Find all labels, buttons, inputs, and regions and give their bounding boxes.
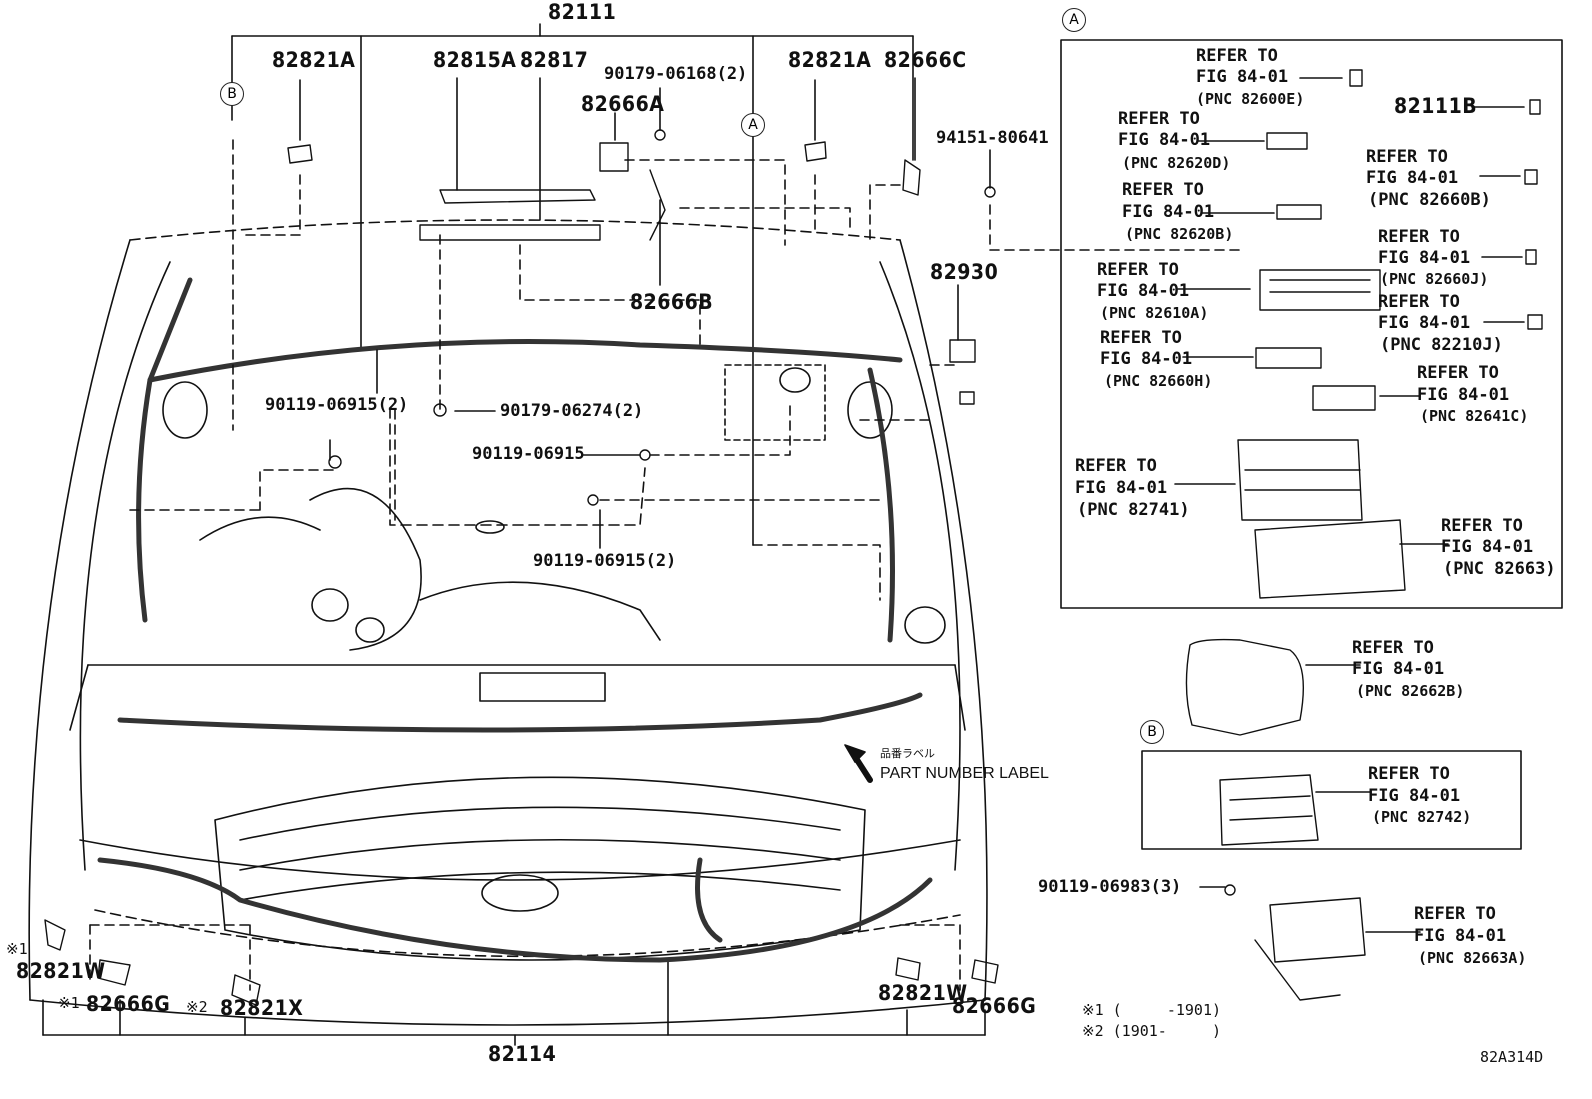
refer-pnc: (PNC 82610A): [1100, 304, 1209, 322]
refer-pnc: (PNC 82741): [1077, 500, 1190, 520]
label-82930: 82930: [930, 260, 999, 284]
refer-pnc: (PNC 82660B): [1368, 190, 1491, 210]
refer-pnc: (PNC 82660J): [1380, 270, 1489, 288]
refer-pnc: (PNC 82641C): [1420, 407, 1529, 425]
refer-line1: REFER TO: [1366, 147, 1448, 167]
refer-pnc: (PNC 82742): [1372, 808, 1472, 826]
refer-pnc: (PNC 82660H): [1104, 372, 1213, 390]
refer-line1: REFER TO: [1378, 292, 1460, 312]
label-82815a: 82815A: [433, 48, 517, 72]
refer-pnc: (PNC 82600E): [1196, 90, 1305, 108]
marker-b-box: B: [1140, 720, 1164, 744]
refer-line1: REFER TO: [1441, 516, 1523, 536]
refer-line2: FIG 84-01: [1414, 926, 1507, 946]
bracket-82114: [42, 959, 986, 1046]
label-94151-80641: 94151-80641: [936, 128, 1049, 148]
diagram-code: 82A314D: [1480, 1048, 1544, 1066]
label-90119-06983: 90119-06983(3): [1038, 877, 1182, 897]
label-82114: 82114: [488, 1042, 557, 1066]
harness: [97, 277, 933, 963]
label-82821w-left: 82821W: [16, 959, 106, 983]
refer-line2: FIG 84-01: [1122, 202, 1215, 222]
note-mark-1-b: ※1: [58, 994, 80, 1012]
solid-leaders: [299, 77, 1525, 933]
label-90119-06915-2b: 90119-06915(2): [533, 551, 677, 571]
refer-line1: REFER TO: [1417, 363, 1499, 383]
refer-line2: FIG 84-01: [1378, 248, 1471, 268]
label-82111: 82111: [548, 0, 617, 24]
refer-line2: FIG 84-01: [1100, 349, 1193, 369]
label-82817: 82817: [520, 48, 589, 72]
part-label-arrow: [844, 744, 873, 783]
refer-line2: FIG 84-01: [1378, 313, 1471, 333]
note-1: ※1 ( -1901): [1082, 1001, 1221, 1019]
refer-line2: FIG 84-01: [1441, 537, 1534, 557]
refer-line1: REFER TO: [1118, 109, 1200, 129]
label-82666a: 82666A: [581, 92, 665, 116]
refer-pnc: (PNC 82663A): [1418, 949, 1527, 967]
marker-b: B: [220, 82, 244, 106]
refer-line1: REFER TO: [1100, 328, 1182, 348]
part-number-label-jp: 品番ラベル: [880, 747, 935, 760]
marker-a: A: [741, 113, 765, 137]
label-90179-06274: 90179-06274(2): [500, 401, 644, 421]
label-90179-06168: 90179-06168(2): [604, 64, 748, 84]
label-82821x: 82821X: [220, 996, 304, 1020]
refer-line2: FIG 84-01: [1366, 168, 1459, 188]
refer-line1: REFER TO: [1378, 227, 1460, 247]
refer-line2: FIG 84-01: [1196, 67, 1289, 87]
part-number-label-en: PART NUMBER LABEL: [880, 765, 1049, 782]
refer-line1: REFER TO: [1414, 904, 1496, 924]
refer-pnc: (PNC 82663): [1443, 559, 1556, 579]
refer-pnc: (PNC 82662B): [1356, 682, 1465, 700]
refer-line1: REFER TO: [1196, 46, 1278, 66]
leader-lines: [89, 139, 1246, 991]
note-2: ※2 (1901- ): [1082, 1022, 1221, 1040]
refer-line2: FIG 84-01: [1352, 659, 1445, 679]
refer-line2: FIG 84-01: [1417, 385, 1510, 405]
label-82666b: 82666B: [630, 290, 714, 314]
label-82666c: 82666C: [884, 48, 967, 72]
label-82111b: 82111B: [1394, 94, 1478, 118]
box-b-frame: [1141, 750, 1522, 850]
refer-line2: FIG 84-01: [1075, 478, 1168, 498]
note-mark-2-a: ※2: [186, 998, 208, 1016]
vehicle-body: [28, 219, 988, 1026]
refer-line2: FIG 84-01: [1097, 281, 1190, 301]
part-sketches: [44, 69, 1543, 1006]
refer-line2: FIG 84-01: [1118, 130, 1211, 150]
refer-line2: FIG 84-01: [1368, 786, 1461, 806]
refer-line1: REFER TO: [1075, 456, 1157, 476]
box-a-frame: [1060, 39, 1563, 609]
label-82821w-right: 82821W: [878, 981, 968, 1005]
refer-pnc: (PNC 82620B): [1125, 225, 1234, 243]
refer-pnc: (PNC 82210J): [1380, 335, 1503, 355]
refer-line1: REFER TO: [1122, 180, 1204, 200]
bracket-82111: [231, 23, 914, 546]
label-82821a-left: 82821A: [272, 48, 356, 72]
label-90119-06915: 90119-06915: [472, 444, 585, 464]
refer-line1: REFER TO: [1352, 638, 1434, 658]
refer-pnc: (PNC 82620D): [1122, 154, 1231, 172]
label-82666g-left: 82666G: [86, 992, 171, 1016]
refer-line1: REFER TO: [1368, 764, 1450, 784]
label-90119-06915-2a: 90119-06915(2): [265, 395, 409, 415]
refer-line1: REFER TO: [1097, 260, 1179, 280]
marker-a-box: A: [1062, 8, 1086, 32]
label-82666g-right: 82666G: [952, 994, 1037, 1018]
label-82821a-right: 82821A: [788, 48, 872, 72]
note-mark-1-a: ※1: [6, 940, 28, 958]
